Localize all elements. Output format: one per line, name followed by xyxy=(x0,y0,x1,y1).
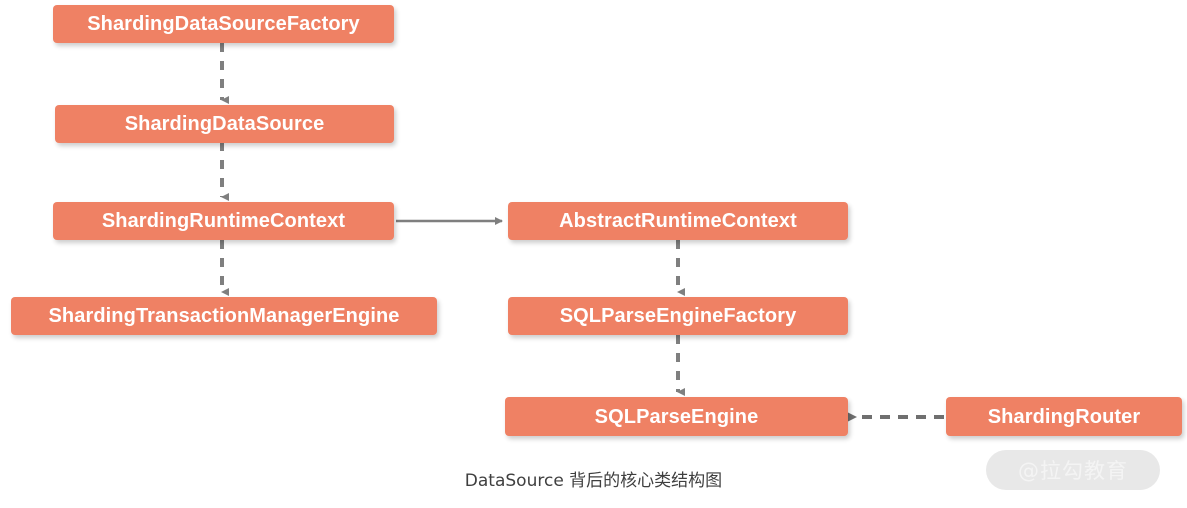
node-label: ShardingDataSource xyxy=(124,113,325,135)
node-sharding-runtime-context[interactable]: ShardingRuntimeContext xyxy=(53,202,394,240)
node-sharding-router[interactable]: ShardingRouter xyxy=(946,397,1182,436)
node-sharding-data-source[interactable]: ShardingDataSource xyxy=(55,105,394,143)
node-label: ShardingTransactionManagerEngine xyxy=(48,305,400,327)
node-sharding-data-source-factory[interactable]: ShardingDataSourceFactory xyxy=(53,5,394,43)
node-abstract-runtime-context[interactable]: AbstractRuntimeContext xyxy=(508,202,848,240)
node-sql-parse-engine[interactable]: SQLParseEngine xyxy=(505,397,848,436)
node-label: AbstractRuntimeContext xyxy=(559,210,797,232)
node-sharding-transaction-manager-engine[interactable]: ShardingTransactionManagerEngine xyxy=(11,297,437,335)
diagram-caption: DataSource 背后的核心类结构图 xyxy=(464,471,723,491)
watermark-badge: @拉勾教育 xyxy=(986,450,1160,490)
node-label: ShardingDataSourceFactory xyxy=(87,13,360,35)
node-label: SQLParseEngineFactory xyxy=(559,305,797,327)
node-label: ShardingRouter xyxy=(987,405,1141,428)
node-sql-parse-engine-factory[interactable]: SQLParseEngineFactory xyxy=(508,297,848,335)
node-label: SQLParseEngine xyxy=(594,405,759,428)
node-label: ShardingRuntimeContext xyxy=(101,210,346,232)
watermark-text: @拉勾教育 xyxy=(1018,459,1128,483)
